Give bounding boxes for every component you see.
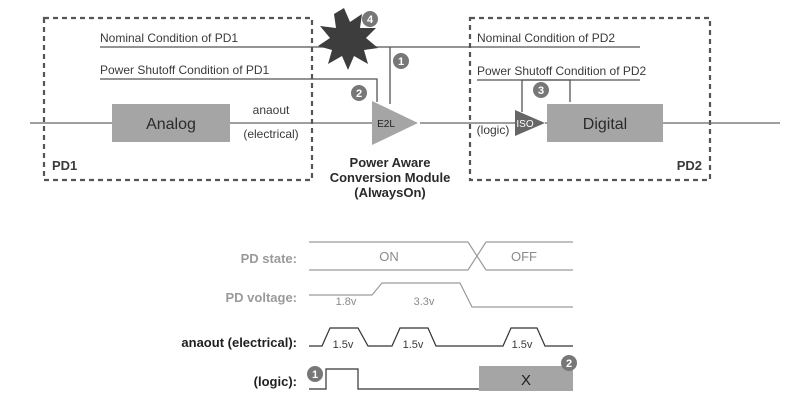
pd-voltage-waveform — [309, 282, 573, 308]
e2l-label: E2L — [377, 119, 395, 130]
logic-unknown-region — [479, 366, 573, 391]
shutoff-pd1-line — [100, 78, 378, 102]
pd2-domain-box — [468, 16, 712, 182]
shutoff-pd1-label: Power Shutoff Condition of PD1 — [100, 63, 270, 77]
row-label-pd-state: PD state: — [241, 251, 297, 266]
logic-x-label: X — [521, 372, 531, 389]
pulse-2-label: 1.5v — [403, 339, 424, 351]
svg-text:1: 1 — [398, 56, 404, 68]
module-caption-1: Power Aware — [350, 155, 431, 170]
anaout-waveform — [309, 327, 573, 347]
anaout-label: anaout — [253, 103, 290, 117]
badge-2: 2 — [351, 85, 367, 101]
module-caption-3: (AlwaysOn) — [354, 185, 426, 200]
pd2-label: PD2 — [677, 158, 702, 173]
iso-label: ISO — [516, 119, 533, 130]
iso-gate — [515, 110, 545, 136]
logic-waveform — [309, 368, 479, 390]
row-label-pd-voltage: PD voltage: — [225, 290, 297, 305]
svg-text:3: 3 — [538, 85, 544, 97]
logic-label: (logic) — [477, 123, 510, 137]
e2l-converter — [372, 101, 418, 145]
badge-4: 4 — [362, 11, 378, 27]
shutoff-pd2-label: Power Shutoff Condition of PD2 — [477, 64, 647, 78]
digital-label: Digital — [583, 116, 627, 133]
svg-text:1: 1 — [312, 369, 318, 381]
pulse-1-label: 1.5v — [333, 339, 354, 351]
badge-3: 3 — [533, 82, 549, 98]
state-off-label: OFF — [511, 249, 537, 264]
svg-text:2: 2 — [356, 88, 362, 100]
pd-state-waveform — [309, 241, 573, 271]
module-caption-2: Conversion Module — [330, 170, 451, 185]
digital-block — [547, 104, 663, 142]
pd1-label: PD1 — [52, 158, 77, 173]
row-label-anaout: anaout (electrical): — [181, 335, 297, 350]
nominal-pd1-label: Nominal Condition of PD1 — [100, 31, 238, 45]
analog-label: Analog — [146, 116, 196, 133]
pulse-3-label: 1.5v — [512, 339, 533, 351]
voltage-low-label: 1.8v — [336, 296, 357, 308]
badge-1: 1 — [393, 53, 409, 69]
state-on-label: ON — [379, 249, 399, 264]
svg-text:4: 4 — [367, 14, 374, 26]
voltage-high-label: 3.3v — [414, 296, 435, 308]
logic-badge-2: 2 — [561, 355, 577, 371]
analog-block — [112, 104, 230, 142]
logic-badge-1: 1 — [307, 366, 323, 382]
nominal-pd2-label: Nominal Condition of PD2 — [477, 31, 615, 45]
anaout-type-label: (electrical) — [243, 127, 298, 141]
row-label-logic: (logic): — [254, 374, 297, 389]
pd1-domain-box — [42, 16, 314, 182]
short-circuit-spark-icon — [318, 8, 378, 70]
svg-text:2: 2 — [566, 358, 572, 370]
